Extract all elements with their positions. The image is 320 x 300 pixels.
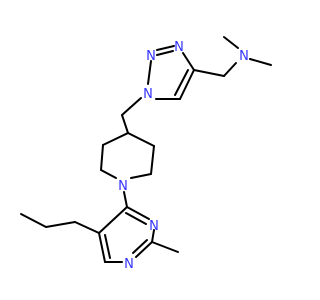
bond-triazole-c4-n3 [182, 52, 195, 71]
molecule-structure: N N N N N N N [0, 0, 300, 300]
bond-pyr-c2-n1-b [132, 239, 148, 254]
bond-triazole-c5-c4-a [179, 69, 195, 100]
bond-triazole-c5-c4-b [174, 69, 189, 96]
bond-pyr-c4-n3-a [126, 206, 150, 220]
atom-label-pyrimidine-n-bottom: N [124, 257, 134, 272]
bond-triazole-n2-n1 [147, 60, 152, 85]
bond-pyr-c2-n1-a [135, 241, 153, 258]
bond-triazole-n1-ch2 [121, 97, 142, 116]
atom-label-piperidine-n: N [118, 179, 128, 194]
bond-nme2-ch2 [223, 62, 237, 77]
bond-triazole-n3-n2-a [156, 50, 174, 56]
bonds [20, 36, 272, 263]
atom-label-triazole-n3: N [174, 40, 184, 55]
bond-pip-c3-c2 [150, 145, 155, 175]
bond-pyr-c6-c5-b [104, 234, 111, 259]
bond-pyr-n3-c2 [151, 229, 155, 243]
bond-propyl-2 [45, 221, 76, 228]
atom-label-pyrimidine-n-right: N [149, 219, 159, 234]
bond-pyr-c6-c5-a [98, 232, 106, 263]
bond-propyl-3 [20, 213, 47, 228]
bond-pip-c2-n [130, 173, 152, 179]
bond-ch2-piperidine-c4 [121, 114, 129, 134]
bond-pyr-c2-methyl [151, 241, 179, 253]
bond-pip-c4-c3 [127, 132, 155, 147]
atom-labels: N N N N N N N [118, 40, 249, 272]
canvas-background [0, 0, 300, 300]
bond-triazole-n3-n2-b [156, 45, 175, 51]
bond-propyl-1 [74, 221, 100, 234]
atom-label-triazole-n1: N [143, 87, 153, 102]
bond-pip-n-c6 [100, 169, 117, 179]
bond-pip-c5-c4 [102, 132, 129, 146]
bond-nme2-methyl-right [249, 58, 272, 66]
bond-pip-c6-c5 [100, 144, 104, 171]
atom-label-triazole-n2: N [146, 49, 156, 64]
atom-label-nme2-n: N [239, 49, 249, 64]
bond-pyr-c4-n3-b [125, 212, 147, 225]
bond-nme2-methyl-up [223, 36, 239, 49]
bond-ch2-triazole-c4 [193, 69, 225, 77]
bond-pyr-c5-c4 [98, 206, 128, 234]
bond-pip-n-pyrimidine-c4 [123, 191, 128, 208]
